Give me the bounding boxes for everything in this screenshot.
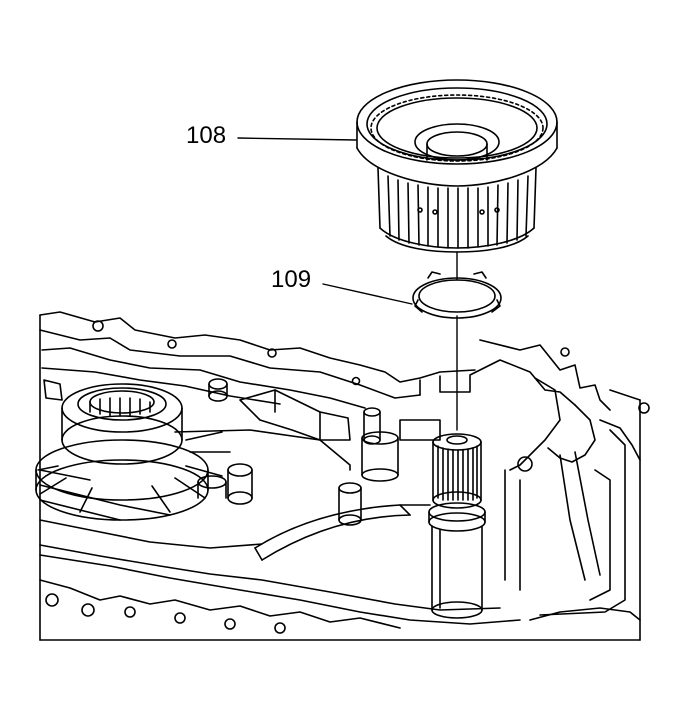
transmission-case xyxy=(36,312,649,640)
leader-lines xyxy=(238,138,412,304)
callout-108: 108 xyxy=(186,122,227,149)
callout-109: 109 xyxy=(271,266,312,293)
leader-line-108 xyxy=(238,138,356,140)
leader-line-109 xyxy=(323,284,412,304)
output-shaft xyxy=(429,434,485,618)
part-108-ring-gear xyxy=(357,80,557,252)
